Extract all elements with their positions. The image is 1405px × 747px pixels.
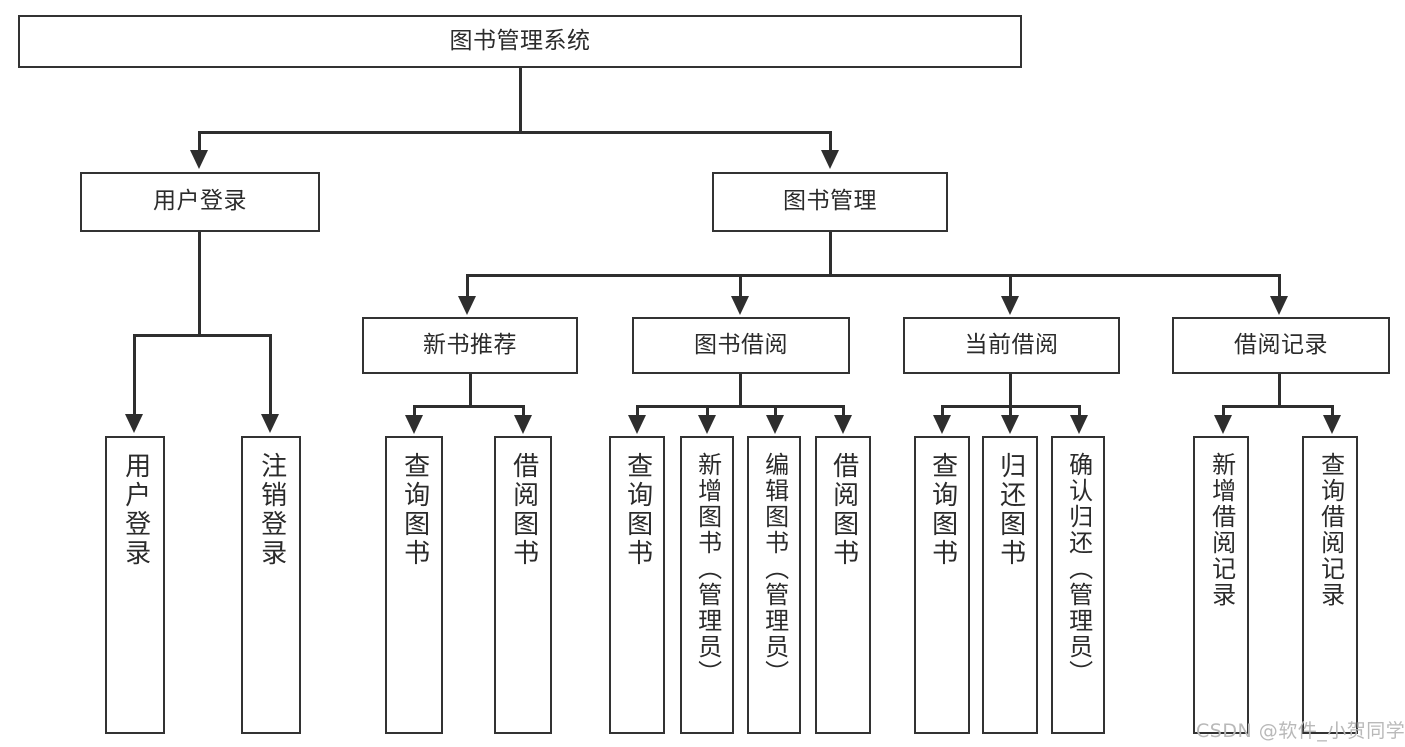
node-label: 新增图书（管理员） — [693, 452, 722, 686]
leaf-borrow-query-book[interactable]: 查询图书 — [609, 436, 665, 734]
arrowhead-currentborrow-3 — [1070, 415, 1088, 434]
arrowhead-borrowrecord-2 — [1323, 415, 1341, 434]
connector-currentborrow-drop-3 — [1078, 405, 1081, 417]
connector-root-drop-2 — [829, 131, 832, 153]
arrowhead-newbook-2 — [514, 415, 532, 434]
node-label: 查询图书 — [399, 452, 430, 568]
node-label: 借阅记录 — [1234, 331, 1328, 358]
node-current-borrow[interactable]: 当前借阅 — [903, 317, 1120, 374]
connector-newbook-drop-1 — [413, 405, 416, 417]
arrowhead-bookborrow-4 — [834, 415, 852, 434]
connector-root-bus — [198, 131, 832, 134]
connector-bookmgmt-trunk — [829, 232, 832, 276]
connector-bookborrow-drop-2 — [706, 405, 709, 417]
node-label: 注销登录 — [256, 452, 287, 568]
node-label: 用户登录 — [153, 188, 247, 215]
leaf-recommend-query-book[interactable]: 查询图书 — [385, 436, 443, 734]
arrowhead-bookmgmt-1 — [458, 296, 476, 315]
leaf-current-query-book[interactable]: 查询图书 — [914, 436, 970, 734]
connector-root-drop-1 — [198, 131, 201, 153]
connector-bookborrow-drop-4 — [842, 405, 845, 417]
node-label: 查询图书 — [622, 452, 653, 568]
connector-userlogin-trunk — [198, 232, 201, 336]
arrowhead-borrowrecord-1 — [1214, 415, 1232, 434]
leaf-borrow-edit-book-admin[interactable]: 编辑图书（管理员） — [747, 436, 801, 734]
arrowhead-bookborrow-1 — [628, 415, 646, 434]
node-label: 用户登录 — [120, 452, 151, 568]
arrowhead-userlogin-2 — [261, 414, 279, 433]
leaf-user-login[interactable]: 用户登录 — [105, 436, 165, 734]
leaf-current-confirm-return-admin[interactable]: 确认归还（管理员） — [1051, 436, 1105, 734]
connector-bookborrow-bus — [636, 405, 844, 408]
connector-borrowrecord-bus — [1222, 405, 1334, 408]
connector-userlogin-bus — [133, 334, 271, 337]
arrowhead-currentborrow-2 — [1001, 415, 1019, 434]
node-label: 借阅图书 — [828, 452, 859, 568]
arrowhead-bookborrow-2 — [698, 415, 716, 434]
leaf-user-logout[interactable]: 注销登录 — [241, 436, 301, 734]
connector-bookborrow-trunk — [739, 374, 742, 407]
connector-borrowrecord-drop-2 — [1331, 405, 1334, 417]
connector-bookmgmt-drop-1 — [466, 274, 469, 298]
arrowhead-bookmgmt-3 — [1001, 296, 1019, 315]
node-new-book-recommend[interactable]: 新书推荐 — [362, 317, 578, 374]
arrowhead-bookmgmt-4 — [1270, 296, 1288, 315]
node-book-borrow[interactable]: 图书借阅 — [632, 317, 850, 374]
leaf-record-query-record[interactable]: 查询借阅记录 — [1302, 436, 1358, 734]
node-root-system[interactable]: 图书管理系统 — [18, 15, 1022, 68]
arrowhead-currentborrow-1 — [933, 415, 951, 434]
node-label: 图书管理 — [783, 188, 877, 215]
connector-bookborrow-drop-1 — [636, 405, 639, 417]
leaf-recommend-borrow-book[interactable]: 借阅图书 — [494, 436, 552, 734]
connector-userlogin-drop-1 — [133, 334, 136, 416]
node-label: 查询图书 — [927, 452, 958, 568]
connector-newbook-drop-2 — [522, 405, 525, 417]
node-borrow-record[interactable]: 借阅记录 — [1172, 317, 1390, 374]
node-label: 新增借阅记录 — [1207, 452, 1236, 608]
node-label: 当前借阅 — [964, 331, 1059, 358]
arrowhead-root-1 — [190, 150, 208, 169]
node-label: 归还图书 — [995, 452, 1026, 568]
arrowhead-userlogin-1 — [125, 414, 143, 433]
node-label: 图书借阅 — [694, 331, 788, 358]
arrowhead-bookmgmt-2 — [731, 296, 749, 315]
leaf-record-add-record[interactable]: 新增借阅记录 — [1193, 436, 1249, 734]
connector-currentborrow-drop-1 — [941, 405, 944, 417]
node-book-management[interactable]: 图书管理 — [712, 172, 948, 232]
connector-bookmgmt-drop-2 — [739, 274, 742, 298]
connector-bookmgmt-bus — [466, 274, 1281, 277]
node-user-login[interactable]: 用户登录 — [80, 172, 320, 232]
node-label: 确认归还（管理员） — [1064, 452, 1093, 686]
arrowhead-newbook-1 — [405, 415, 423, 434]
connector-newbook-trunk — [469, 374, 472, 407]
connector-newbook-bus — [413, 405, 525, 408]
node-label: 编辑图书（管理员） — [760, 452, 789, 686]
connector-borrowrecord-drop-1 — [1222, 405, 1225, 417]
connector-borrowrecord-trunk — [1278, 374, 1281, 407]
connector-root-trunk — [519, 68, 522, 133]
node-label: 查询借阅记录 — [1316, 452, 1345, 608]
connector-userlogin-drop-2 — [269, 334, 272, 416]
arrowhead-bookborrow-3 — [766, 415, 784, 434]
node-label: 图书管理系统 — [449, 27, 591, 54]
connector-currentborrow-drop-2 — [1009, 405, 1012, 417]
connector-bookborrow-drop-3 — [774, 405, 777, 417]
watermark-text: CSDN @软件_小贺同学 — [1196, 720, 1405, 742]
node-label: 新书推荐 — [423, 331, 517, 358]
node-label: 借阅图书 — [508, 452, 539, 568]
leaf-borrow-add-book-admin[interactable]: 新增图书（管理员） — [680, 436, 734, 734]
connector-bookmgmt-drop-4 — [1278, 274, 1281, 298]
arrowhead-root-2 — [821, 150, 839, 169]
connector-bookmgmt-drop-3 — [1009, 274, 1012, 298]
connector-currentborrow-trunk — [1009, 374, 1012, 407]
leaf-current-return-book[interactable]: 归还图书 — [982, 436, 1038, 734]
leaf-borrow-borrow-book[interactable]: 借阅图书 — [815, 436, 871, 734]
